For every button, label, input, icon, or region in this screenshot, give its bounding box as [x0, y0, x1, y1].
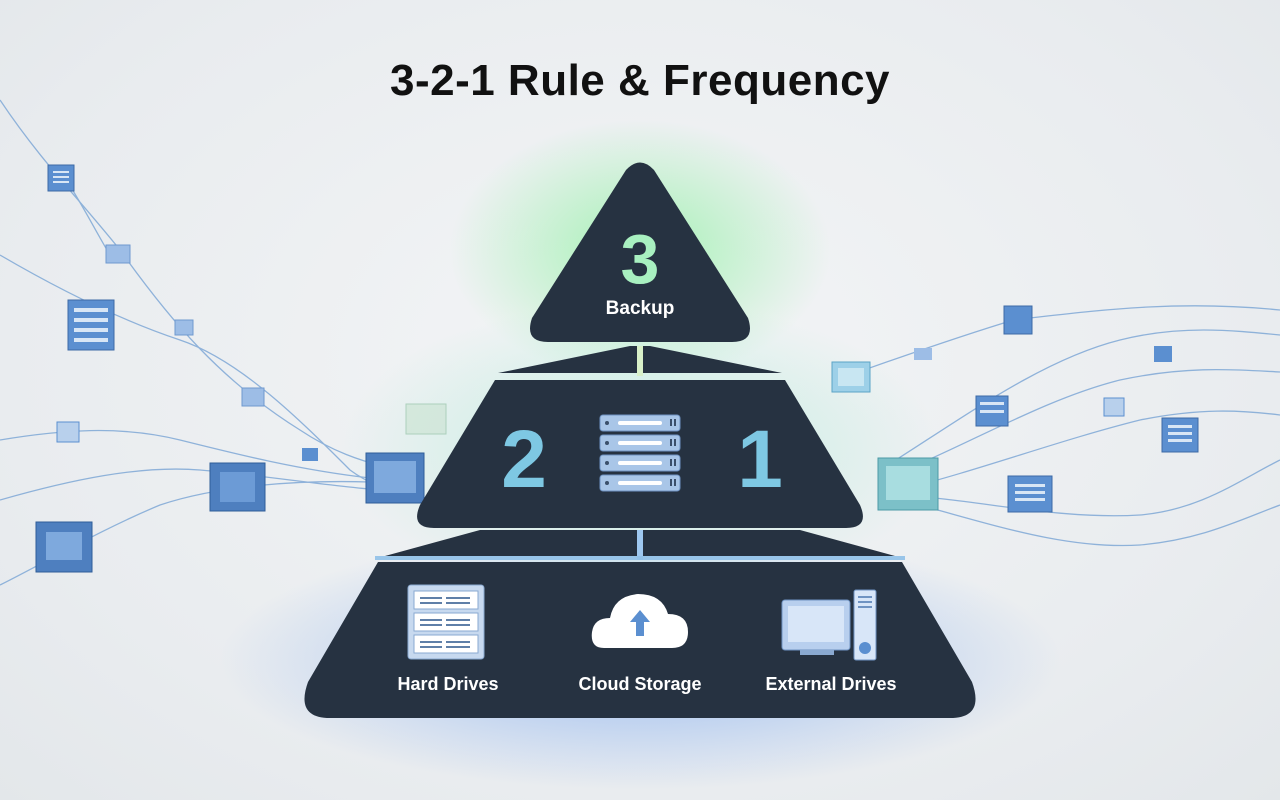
tier-middle-left-number: 2 — [501, 414, 547, 505]
node-square-icon — [1103, 397, 1125, 417]
node-square-icon — [1154, 346, 1172, 362]
node-square-icon — [174, 319, 194, 336]
server-rack-icon — [599, 414, 681, 492]
cloud-upload-icon — [591, 594, 688, 648]
base-label-external-drives: External Drives — [765, 674, 896, 694]
tier-top-number: 3 — [621, 220, 660, 298]
tier-middle-right-number: 1 — [737, 414, 783, 505]
network-nodes-right — [831, 305, 1199, 513]
node-square-icon — [914, 348, 932, 360]
connector-light-top — [637, 346, 643, 376]
base-label-hard-drives: Hard Drives — [397, 674, 498, 694]
hard-drive-icon — [407, 584, 485, 660]
tier-top-label: Backup — [606, 298, 675, 319]
base-edge-highlight — [375, 556, 905, 560]
node-square-icon — [56, 421, 80, 443]
server-rack-node-icon — [67, 299, 115, 351]
node-square-icon — [241, 387, 265, 407]
screen-node-icon — [405, 403, 447, 435]
server-node-icon — [1003, 305, 1033, 335]
node-square-icon — [302, 448, 318, 461]
tier-top — [530, 162, 750, 342]
network-lines-right — [849, 305, 1280, 547]
network-nodes-left — [35, 164, 447, 573]
connector-light-base — [637, 530, 643, 560]
node-square-icon — [105, 244, 131, 264]
page-title: 3-2-1 Rule & Frequency — [389, 56, 891, 105]
tier-middle — [417, 380, 863, 528]
base-label-cloud-storage: Cloud Storage — [578, 674, 701, 694]
server-node-icon — [47, 164, 75, 192]
desktop-computer-icon — [781, 589, 877, 661]
